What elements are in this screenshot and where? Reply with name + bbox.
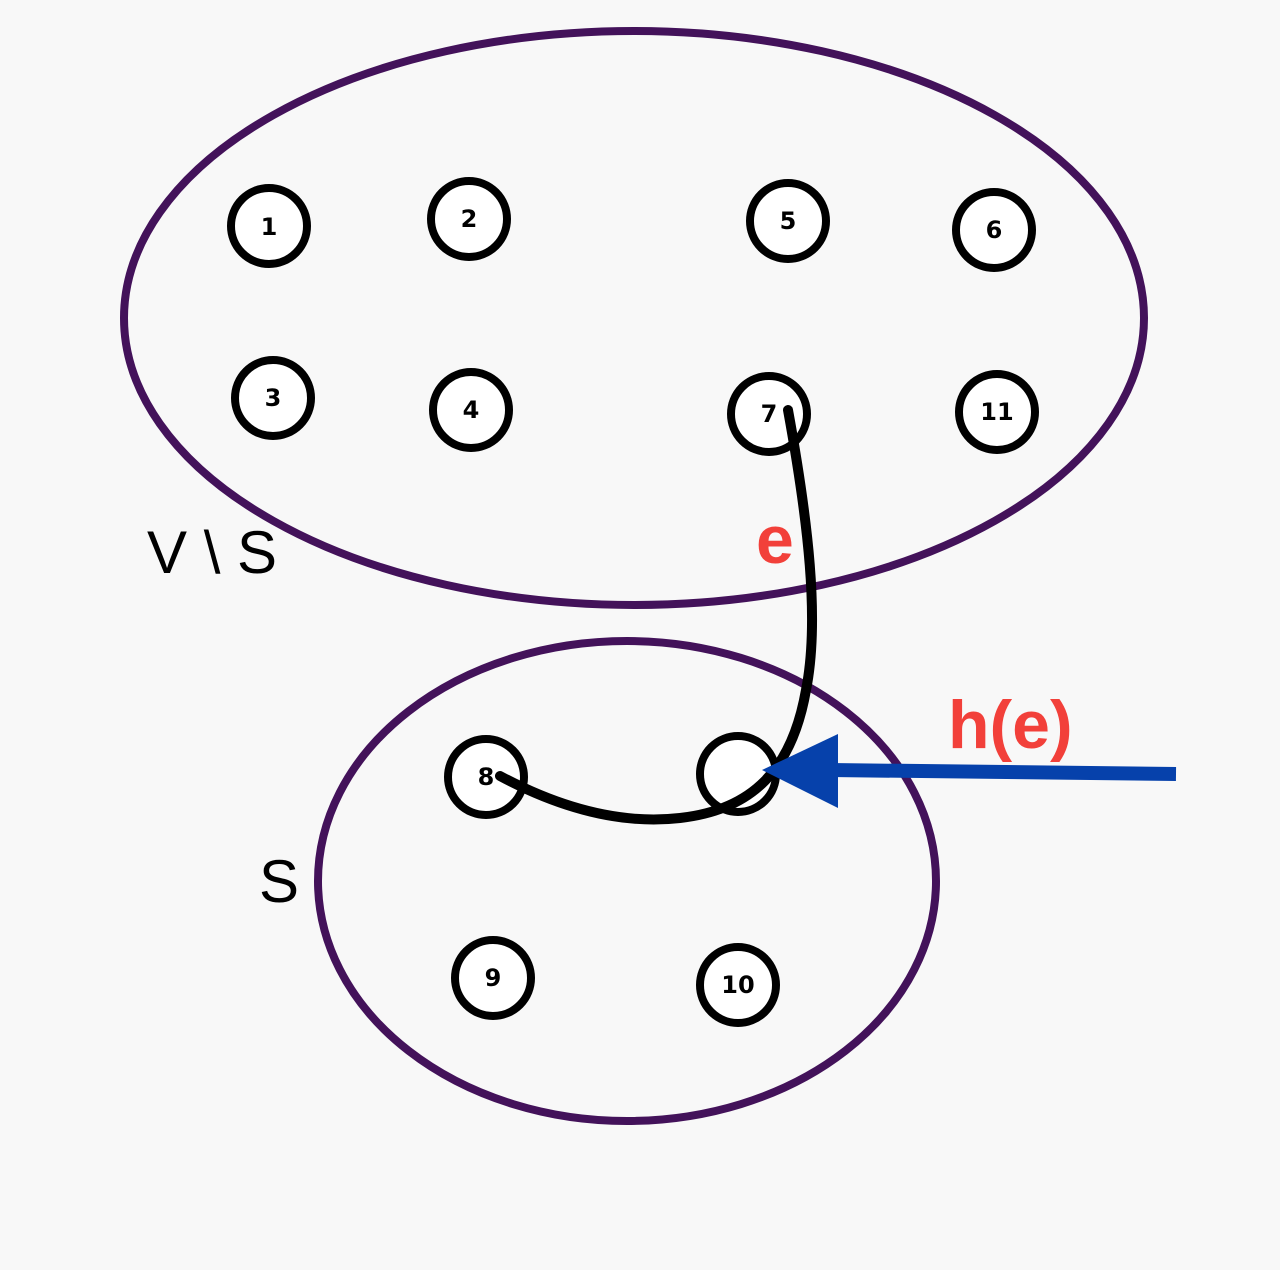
- node-5: 5: [746, 179, 830, 263]
- node-9: 9: [451, 936, 535, 1020]
- node-5-circle: [746, 179, 830, 263]
- node-3-circle: [231, 356, 315, 440]
- node-4-circle: [429, 368, 513, 452]
- node-7-label: 7: [761, 400, 778, 428]
- node-10: 10: [696, 943, 780, 1027]
- pointer-arrow-head: [762, 734, 838, 808]
- node-1: 1: [227, 184, 311, 268]
- node-9-label: 9: [485, 964, 502, 992]
- node-11: 11: [955, 370, 1039, 454]
- node-6-label: 6: [986, 216, 1003, 244]
- complement-set-ellipse: [120, 27, 1148, 609]
- subset-label: S: [259, 848, 299, 915]
- subset-ellipse: [314, 637, 940, 1125]
- node-8-circle: [444, 735, 528, 819]
- node-3: 3: [231, 356, 315, 440]
- node-3-label: 3: [265, 384, 282, 412]
- node-9-circle: [451, 936, 535, 1020]
- node-11-circle: [955, 370, 1039, 454]
- node-2-label: 2: [461, 205, 478, 233]
- pointer-arrow-line: [829, 763, 1177, 781]
- node-8: 8: [444, 735, 528, 819]
- pointer-label: h(e): [948, 687, 1073, 763]
- node-8-label: 8: [478, 763, 495, 791]
- node-6-circle: [952, 188, 1036, 272]
- node-1-label: 1: [261, 213, 278, 241]
- node-2-circle: [427, 177, 511, 261]
- edge-e-label: e: [756, 502, 794, 578]
- node-4: 4: [429, 368, 513, 452]
- node-10-circle: [696, 943, 780, 1027]
- node-4-label: 4: [463, 396, 480, 424]
- node-1-circle: [227, 184, 311, 268]
- complement-set-label: V \ S: [147, 519, 277, 586]
- node-10-label: 10: [721, 971, 754, 999]
- node-6: 6: [952, 188, 1036, 272]
- node-11-label: 11: [980, 398, 1013, 426]
- node-2: 2: [427, 177, 511, 261]
- node-5-label: 5: [780, 207, 797, 235]
